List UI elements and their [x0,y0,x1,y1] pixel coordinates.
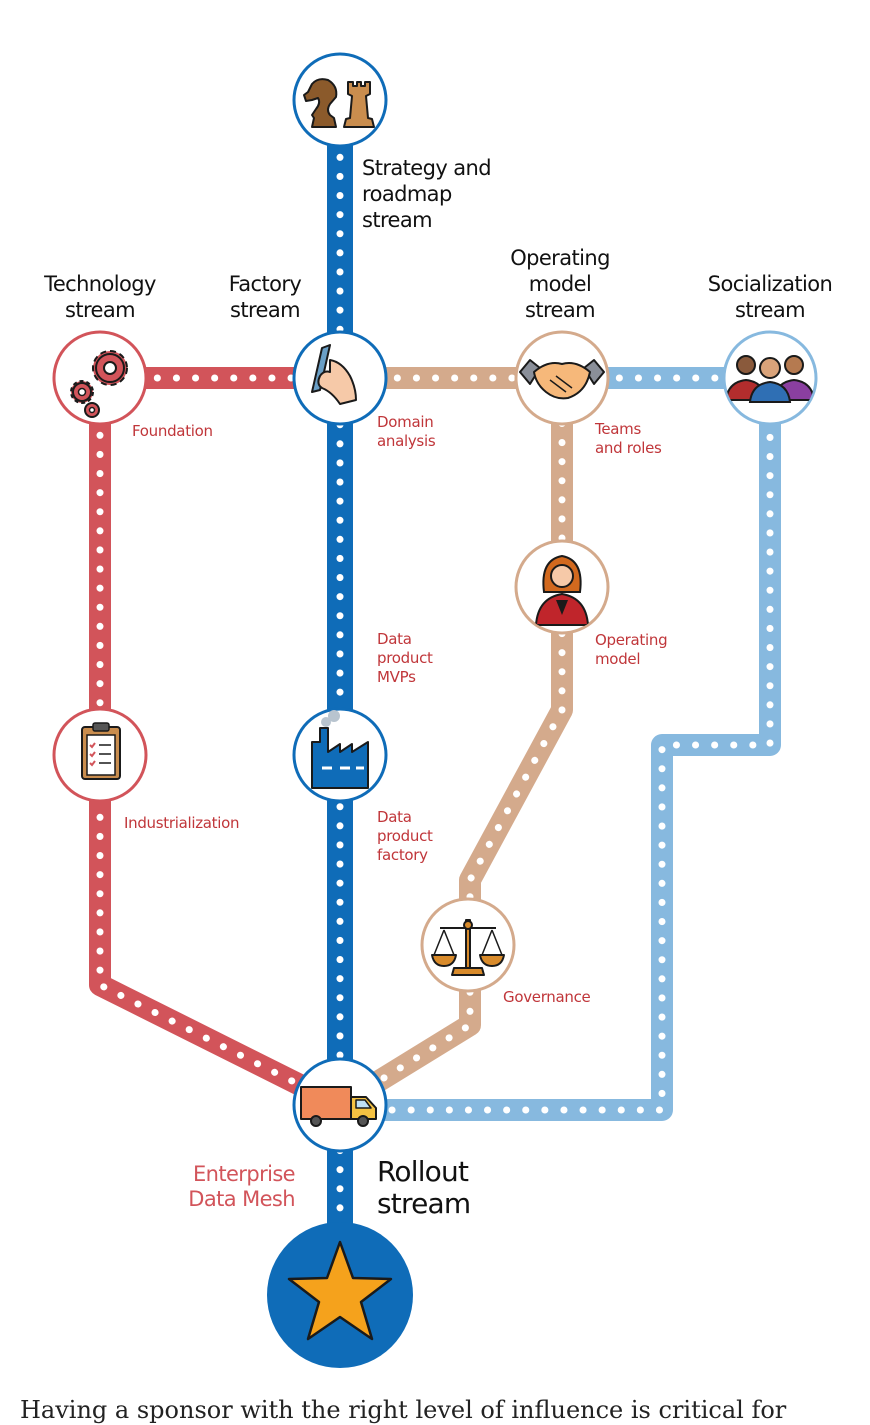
station-data-product-factory [292,707,388,803]
industrialization-label: Industrialization [124,814,240,832]
truck-icon [300,1086,377,1127]
rollout-stream-label: Rollout stream [377,1155,471,1220]
team-icon [725,355,815,403]
enterprise-data-mesh-destination [267,1222,413,1368]
station-factory [292,330,388,426]
domain-analysis-label: Domain analysis [377,413,436,450]
caption-text: Having a sponsor with the right level of… [20,1396,787,1424]
hand-pen-icon [311,344,357,405]
scales-icon [431,919,505,976]
operating-model-stream-label: Operating model stream [510,246,610,322]
station-technology [52,330,148,426]
data-product-mvps-label: Data product MVPs [377,630,433,686]
station-socialization [722,330,818,426]
factory-stream-label: Factory stream [228,272,302,322]
station-strategy [292,52,388,148]
technology-stream-label: Technology stream [44,272,156,322]
teams-and-roles-label: Teams and roles [595,420,662,457]
station-governance [420,897,516,993]
station-rollout [292,1057,388,1153]
foundation-label: Foundation [132,422,213,440]
star-icon [287,1240,393,1341]
person-icon [534,554,590,626]
chess-icon [303,78,375,128]
socialization-stream-label: Socialization stream [707,272,833,322]
station-industrialization [52,707,148,803]
operating-model-station-label: Operating model [595,631,668,668]
strategy-stream-label: Strategy and roadmap stream [362,156,492,232]
factory-icon [311,710,369,789]
clipboard-icon [81,722,121,780]
data-product-factory-label: Data product factory [377,808,433,864]
station-operating-model [514,330,610,426]
handshake-icon [519,359,605,400]
enterprise-data-mesh-label: Enterprise Data Mesh [188,1162,295,1211]
station-operating-model-person [514,539,610,635]
gears-icon [70,350,128,418]
governance-label: Governance [503,988,591,1006]
